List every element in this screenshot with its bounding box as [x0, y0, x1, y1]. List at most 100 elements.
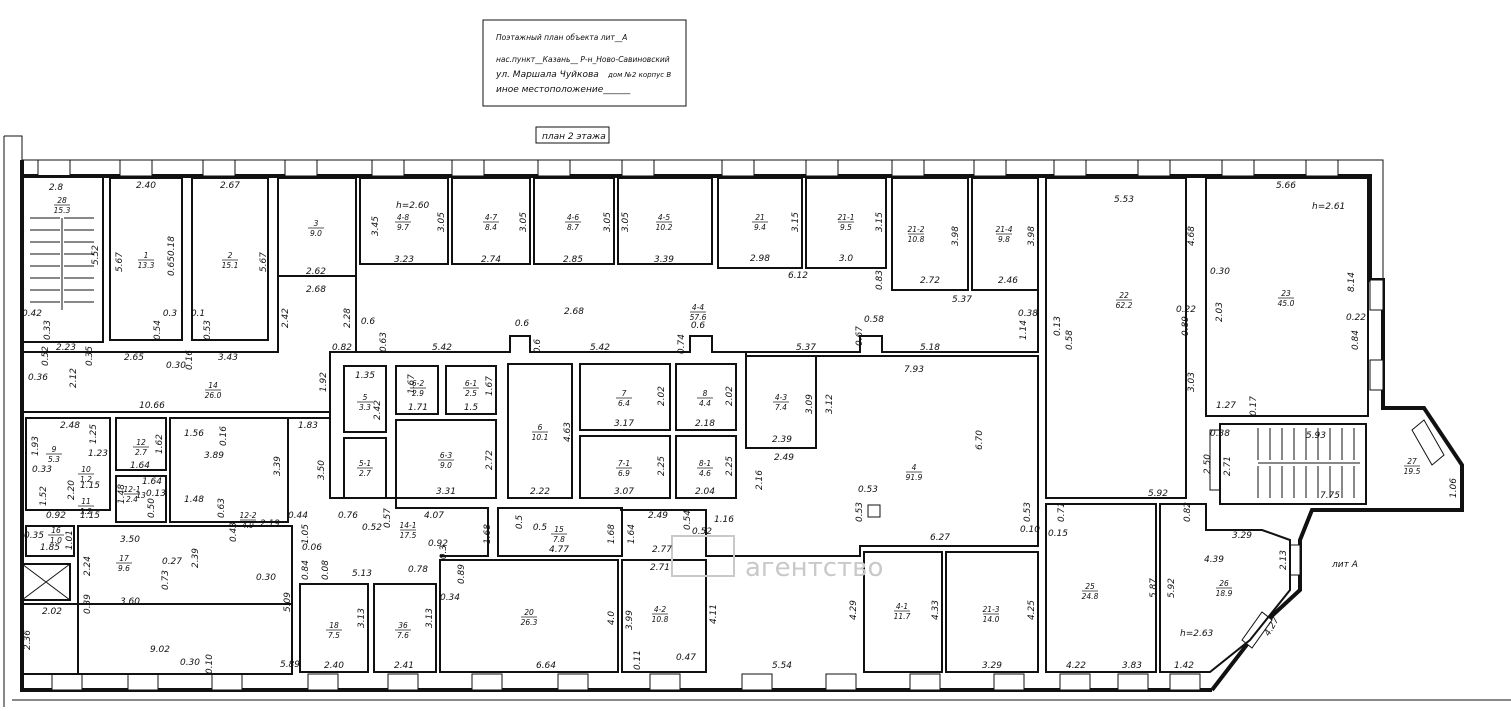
dimension-label: 3.07	[614, 487, 634, 497]
dimension-label: 0.52	[362, 523, 382, 533]
dimension-label: 0.78	[408, 565, 428, 575]
dimension-label: 1.48	[117, 484, 127, 504]
dimension-label: 4.25	[1027, 600, 1037, 620]
dimension-label: 0.15	[1048, 529, 1068, 539]
dimension-label: 5.37	[952, 295, 972, 305]
dimension-label: 0.65	[167, 256, 177, 276]
dimension-label: 6.70	[975, 430, 985, 450]
windows-top	[37, 159, 1339, 177]
dimension-label: 0.89	[457, 564, 467, 584]
dimension-label: 0.06	[302, 543, 322, 553]
dimension-label: 1.16	[714, 515, 734, 525]
room-area: 10.1	[532, 433, 549, 442]
room-label-8: 84.4	[697, 389, 713, 408]
room-number: 1	[144, 251, 149, 260]
room-number: 25	[1085, 582, 1095, 591]
windows-side	[1209, 279, 1445, 649]
room-area: 15.3	[54, 206, 71, 215]
dimension-label: 3.13	[357, 608, 367, 628]
room-number: 13	[136, 491, 146, 500]
dimension-label: 2.02	[657, 386, 667, 406]
dimension-label: 3.39	[273, 456, 283, 476]
title-line-3: ул. Маршала Чуйкова	[495, 70, 599, 80]
dimension-label: 5.67	[259, 252, 269, 272]
dimension-label: 4.33	[931, 600, 941, 620]
room-number: 6-1	[465, 379, 477, 388]
room-label-12: 122.7	[133, 438, 149, 457]
dimension-label: 3.98	[1027, 226, 1037, 246]
dimension-label: 0.1	[191, 309, 205, 319]
room-number: 7	[622, 389, 627, 398]
room-number: 23	[1281, 289, 1291, 298]
dimension-label: 0.92	[428, 539, 448, 549]
dimension-label: 5.09	[283, 592, 293, 612]
room-area: 5.3	[48, 455, 60, 464]
room-number: 21-2	[907, 225, 924, 234]
dimension-label: 7.93	[904, 365, 924, 375]
room-area: 9.0	[310, 229, 322, 238]
dimension-label: 2.8	[49, 183, 64, 193]
dimension-label: 0.30	[180, 658, 200, 668]
dimension-label: 3.83	[1122, 661, 1142, 671]
room-number: 15	[554, 525, 564, 534]
dimension-label: 0.58	[1065, 330, 1075, 350]
dimension-label: 4.63	[563, 422, 573, 442]
interior-partitions	[21, 175, 1369, 675]
room-area: 6.4	[618, 399, 630, 408]
dimension-label: 2.42	[373, 400, 383, 420]
windows-bottom	[51, 673, 1201, 691]
room-number: 12-1	[123, 485, 140, 494]
dimension-label: 2.68	[306, 285, 326, 295]
dimension-label: 3.0	[839, 254, 854, 264]
dimension-label: 1.83	[298, 421, 318, 431]
dimension-label: 0.67	[855, 326, 865, 346]
room-area: 2.5	[465, 389, 477, 398]
dimension-label: 0.3	[439, 545, 449, 560]
dimension-label: 4.07	[424, 511, 444, 521]
room-area: 7.6	[397, 631, 409, 640]
dimension-label: 2.68	[564, 307, 584, 317]
room-number: 9	[52, 445, 57, 454]
room-area: 15.1	[222, 261, 239, 270]
room-label-17: 179.6	[116, 554, 132, 573]
room-number: 26	[1219, 579, 1229, 588]
room-number: 4-2	[654, 605, 666, 614]
dimension-label: 1.06	[1449, 478, 1459, 498]
dimension-label: 2.13	[1279, 550, 1289, 570]
room-label-7: 76.4	[616, 389, 632, 408]
dimension-label: 4.29	[849, 600, 859, 620]
dimension-label: 0.47	[676, 653, 696, 663]
dimension-label: 2.77	[652, 545, 672, 555]
dimension-label: 0.38	[1018, 309, 1038, 319]
dimension-label: 3.05	[621, 212, 631, 232]
dimension-label: 3.05	[519, 212, 529, 232]
dimension-label: 0.54	[683, 510, 693, 530]
room-labels: 2815.3113.3215.139.04-89.74-78.44-68.74-…	[46, 196, 1421, 640]
watermark: агентство	[671, 535, 883, 583]
room-number: 22	[1119, 291, 1129, 300]
dimension-label: 3.29	[1232, 531, 1252, 541]
room-label-21-4: 21-49.8	[995, 225, 1012, 244]
dimension-label: 3.17	[614, 419, 634, 429]
dimension-label: 5.93	[1306, 431, 1326, 441]
dimension-label: 0.57	[383, 508, 393, 528]
dimension-label: 2.48	[60, 421, 80, 431]
room-label-4-6: 4-68.7	[565, 213, 581, 232]
dimension-label: 3.89	[204, 451, 224, 461]
dimension-label: 2.42	[281, 308, 291, 328]
dimension-label: 3.09	[805, 394, 815, 414]
dimension-label: 6.64	[536, 661, 556, 671]
room-number: 5-1	[359, 459, 371, 468]
dimension-label: 1.56	[184, 429, 204, 439]
dimension-label: 0.36	[28, 373, 48, 383]
dimension-label: 2.18	[695, 419, 715, 429]
room-area: 9.5	[840, 223, 852, 232]
dimension-label: 4.39	[1204, 555, 1224, 565]
dimension-label: 5.92	[1148, 489, 1168, 499]
dimension-label: 0.3	[163, 309, 178, 319]
dimension-label: 5.42	[432, 343, 452, 353]
dimension-label: 1.27	[1216, 401, 1236, 411]
dimension-label: 0.50	[147, 498, 157, 518]
